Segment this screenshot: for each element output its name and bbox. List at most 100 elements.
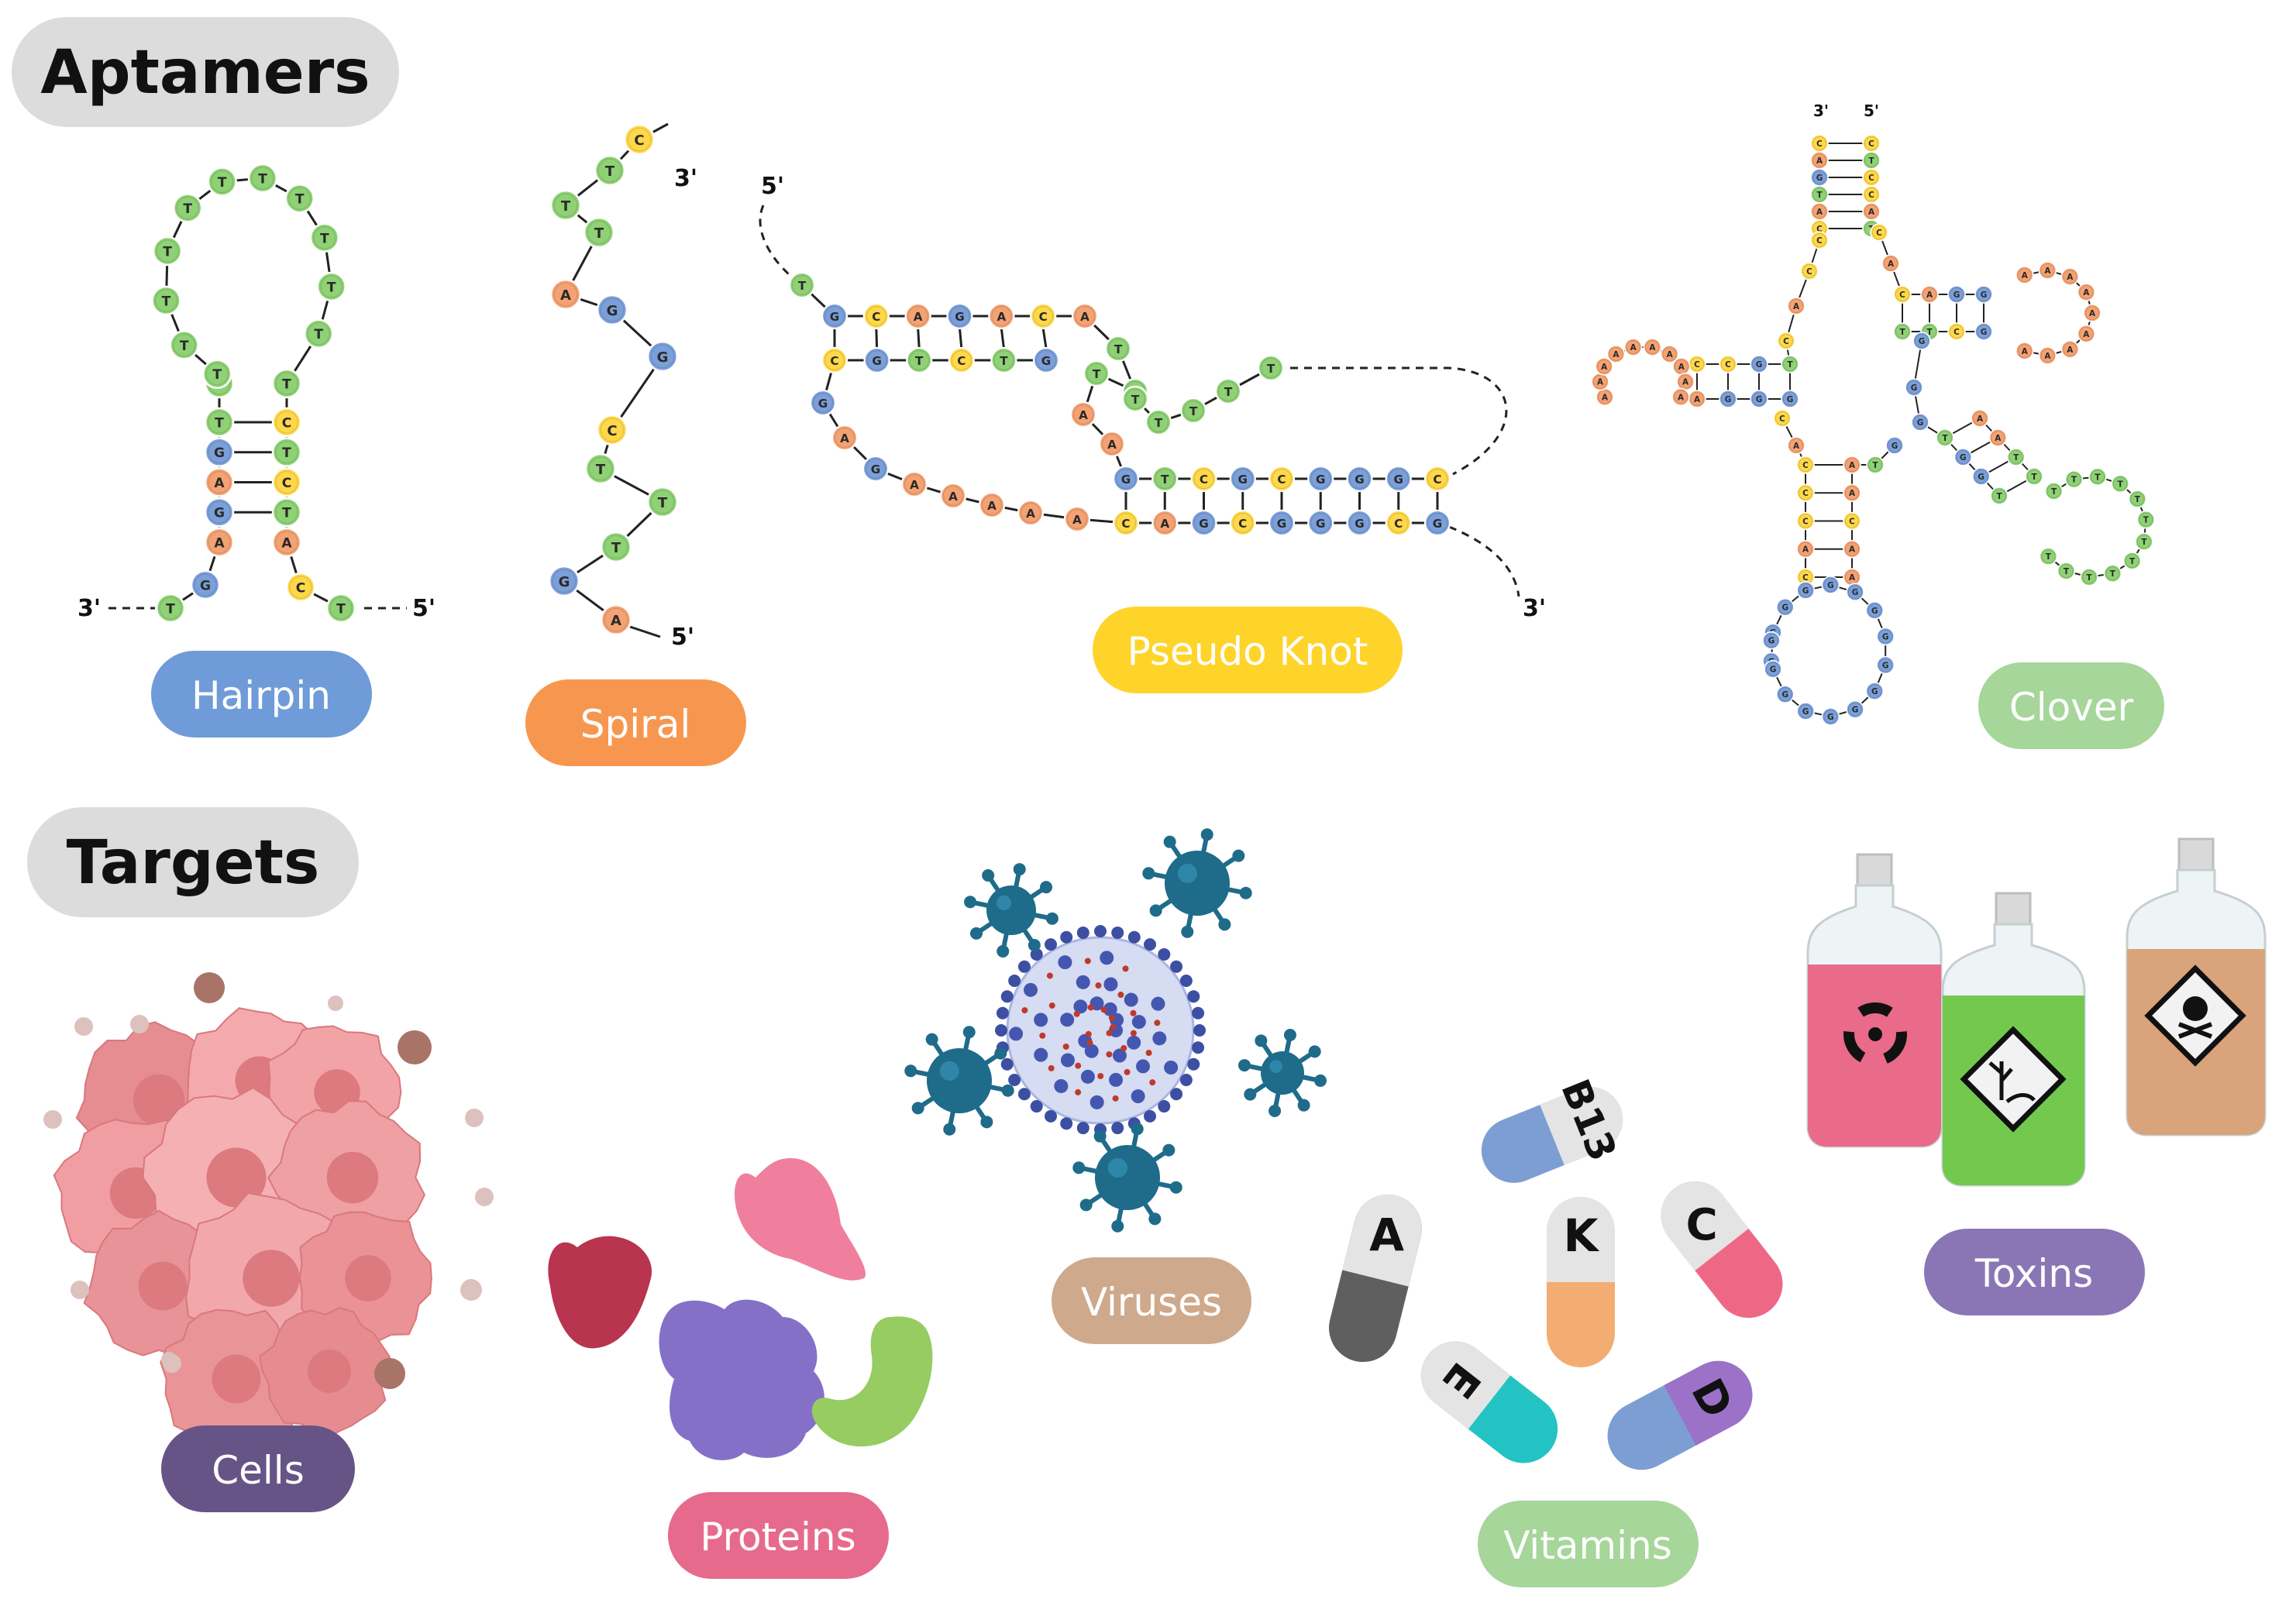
- svg-text:A: A: [1160, 517, 1169, 531]
- cells-label-text: Cells: [212, 1448, 305, 1493]
- svg-text:C: C: [830, 354, 838, 368]
- svg-text:T: T: [2031, 473, 2037, 482]
- nucleotide-C: C: [1268, 465, 1296, 493]
- nucleotide-C: C: [1810, 231, 1829, 249]
- svg-text:A: A: [1630, 343, 1637, 352]
- svg-text:A: A: [1026, 507, 1035, 521]
- svg-text:A: A: [2067, 273, 2074, 282]
- svg-text:A: A: [1793, 302, 1800, 311]
- svg-text:T: T: [282, 445, 291, 461]
- svg-text:A: A: [1868, 208, 1875, 217]
- svg-text:C: C: [1868, 174, 1874, 183]
- viruses-label: Viruses: [1052, 1257, 1251, 1344]
- svg-text:C: C: [1868, 191, 1874, 200]
- nucleotide-A: A: [2083, 304, 2102, 322]
- nucleotide-T: T: [309, 222, 340, 253]
- svg-text:C: C: [1899, 291, 1905, 300]
- svg-text:C: C: [1876, 229, 1882, 238]
- svg-text:C: C: [1238, 517, 1247, 531]
- small-virus-2: [1142, 828, 1252, 938]
- nucleotide-A: A: [978, 491, 1006, 519]
- svg-text:C: C: [1802, 461, 1809, 470]
- svg-text:A: A: [1995, 434, 2002, 443]
- nucleotide-A: A: [1591, 373, 1609, 391]
- svg-text:T: T: [166, 601, 175, 617]
- nucleotide-A: A: [1862, 202, 1881, 221]
- spiral-label-text: Spiral: [580, 702, 690, 747]
- svg-text:A: A: [1072, 513, 1082, 527]
- nucleotide-C: C: [1423, 465, 1451, 493]
- nucleotide-T: T: [1257, 354, 1285, 382]
- svg-text:A: A: [1080, 310, 1089, 324]
- svg-text:T: T: [1093, 367, 1101, 381]
- nucleotide-T: T: [584, 452, 617, 485]
- nucleotide-G: G: [1268, 509, 1296, 537]
- viruses-label-text: Viruses: [1081, 1280, 1222, 1325]
- svg-text:A: A: [1602, 393, 1609, 402]
- svg-text:C: C: [1725, 360, 1731, 370]
- cells-illustration: [43, 972, 494, 1453]
- svg-text:G: G: [1781, 603, 1788, 613]
- svg-text:G: G: [1121, 473, 1131, 487]
- nucleotide-C: C: [1719, 355, 1737, 373]
- svg-text:C: C: [1394, 517, 1403, 531]
- svg-text:C: C: [1816, 236, 1823, 246]
- small-virus-1: [964, 863, 1059, 958]
- clover-label-text: Clover: [2009, 685, 2134, 730]
- nucleotide-G: G: [1846, 583, 1864, 602]
- backbone-segment: [627, 624, 661, 638]
- pseudoknot-label-pill: [1093, 607, 1403, 693]
- nucleotide-A: A: [1606, 345, 1626, 363]
- nucleotide-A: A: [831, 424, 859, 452]
- nucleotide-A: A: [1671, 387, 1690, 407]
- svg-text:T: T: [605, 163, 615, 180]
- svg-text:T: T: [798, 279, 807, 293]
- backbone-segment: [1041, 328, 1048, 349]
- nucleotide-C: C: [948, 346, 975, 374]
- nucleotide-T: T: [1781, 355, 1799, 373]
- svg-text:G: G: [1781, 690, 1788, 700]
- nucleotide-T: T: [1151, 465, 1179, 493]
- nucleotide-A: A: [1069, 401, 1097, 428]
- nucleotide-T: T: [2111, 474, 2129, 493]
- vitamins-label-text: Vitamins: [1503, 1523, 1672, 1568]
- svg-text:G: G: [1756, 395, 1763, 404]
- svg-text:T: T: [180, 339, 189, 354]
- svg-text:A: A: [214, 476, 225, 491]
- nucleotide-T: T: [2025, 467, 2043, 486]
- particle: [328, 996, 343, 1011]
- svg-text:G: G: [1882, 632, 1889, 641]
- nucleotide-A: A: [1810, 202, 1829, 221]
- svg-text:C: C: [282, 415, 292, 431]
- vitamin-d-capsule: D: [1607, 1360, 1753, 1470]
- svg-text:T: T: [327, 280, 336, 295]
- svg-text:T: T: [2135, 495, 2141, 504]
- svg-text:T: T: [2064, 567, 2070, 576]
- svg-text:A: A: [2083, 288, 2090, 297]
- nucleotide-T: T: [1893, 322, 1912, 341]
- svg-text:T: T: [1816, 191, 1823, 200]
- proteins-label: Proteins: [668, 1492, 889, 1579]
- svg-text:C: C: [296, 580, 306, 596]
- svg-text:G: G: [1725, 395, 1732, 404]
- nucleotide-C: C: [1796, 568, 1815, 586]
- vitamin-k-capsule: K: [1547, 1197, 1615, 1367]
- nucleotide-G: G: [1865, 682, 1885, 700]
- nucleotide-G: G: [1307, 509, 1334, 537]
- nucleotide-T: T: [169, 330, 199, 360]
- svg-text:A: A: [1682, 378, 1689, 387]
- svg-text:C: C: [1779, 414, 1785, 424]
- svg-text:T: T: [2141, 538, 2147, 547]
- svg-text:T: T: [2051, 487, 2057, 497]
- svg-text:T: T: [1996, 492, 2002, 501]
- svg-text:T: T: [183, 201, 192, 217]
- targets-title: Targets: [67, 828, 320, 898]
- svg-text:A: A: [1613, 350, 1620, 359]
- nucleotide-A: A: [1071, 302, 1099, 330]
- svg-text:G: G: [1871, 607, 1878, 616]
- svg-text:C: C: [1816, 225, 1823, 234]
- svg-text:A: A: [1694, 395, 1701, 404]
- nucleotide-G: G: [1911, 413, 1929, 432]
- viruses-label-pill: [1052, 1257, 1251, 1344]
- protein-purple: [659, 1299, 824, 1460]
